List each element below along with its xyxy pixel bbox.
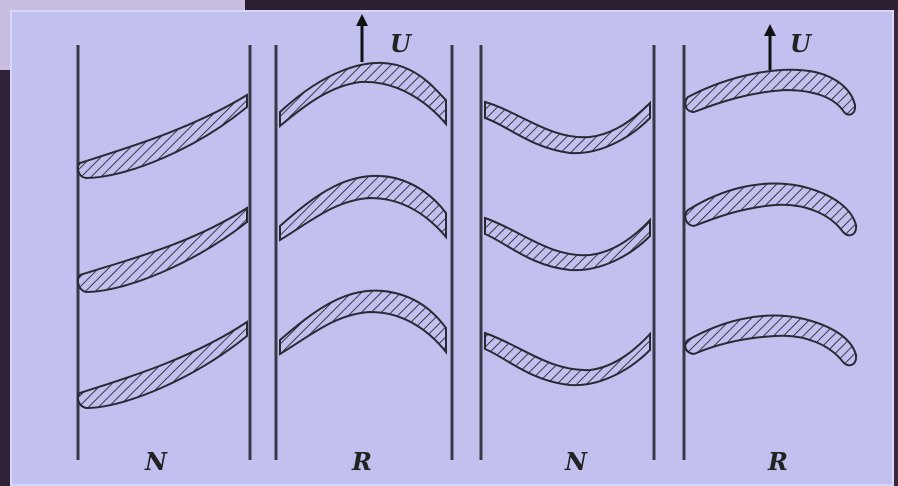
column-2-label: R xyxy=(351,447,372,476)
column-4-blades xyxy=(684,24,858,367)
blade xyxy=(484,216,651,272)
velocity-label-column-4: U xyxy=(790,29,813,58)
blade xyxy=(279,174,447,242)
column-2-blades xyxy=(279,14,447,356)
column-1-label: N xyxy=(144,447,168,476)
blade xyxy=(484,331,651,387)
column-4-label: R xyxy=(767,447,788,476)
blade xyxy=(684,314,858,367)
velocity-arrowhead xyxy=(356,14,368,26)
blade xyxy=(77,93,248,180)
column-3-blades xyxy=(484,100,651,387)
blade xyxy=(279,289,447,356)
blade xyxy=(684,182,858,237)
velocity-arrowhead xyxy=(764,24,776,36)
blade xyxy=(279,61,447,129)
column-3-label: N xyxy=(564,447,588,476)
blade xyxy=(77,206,248,294)
blade xyxy=(77,320,248,410)
blade xyxy=(484,100,651,155)
top-strip xyxy=(240,0,898,10)
blade xyxy=(684,68,857,116)
velocity-label-column-2: U xyxy=(390,29,413,58)
column-1-blades xyxy=(77,93,248,410)
channel-walls xyxy=(76,45,686,460)
